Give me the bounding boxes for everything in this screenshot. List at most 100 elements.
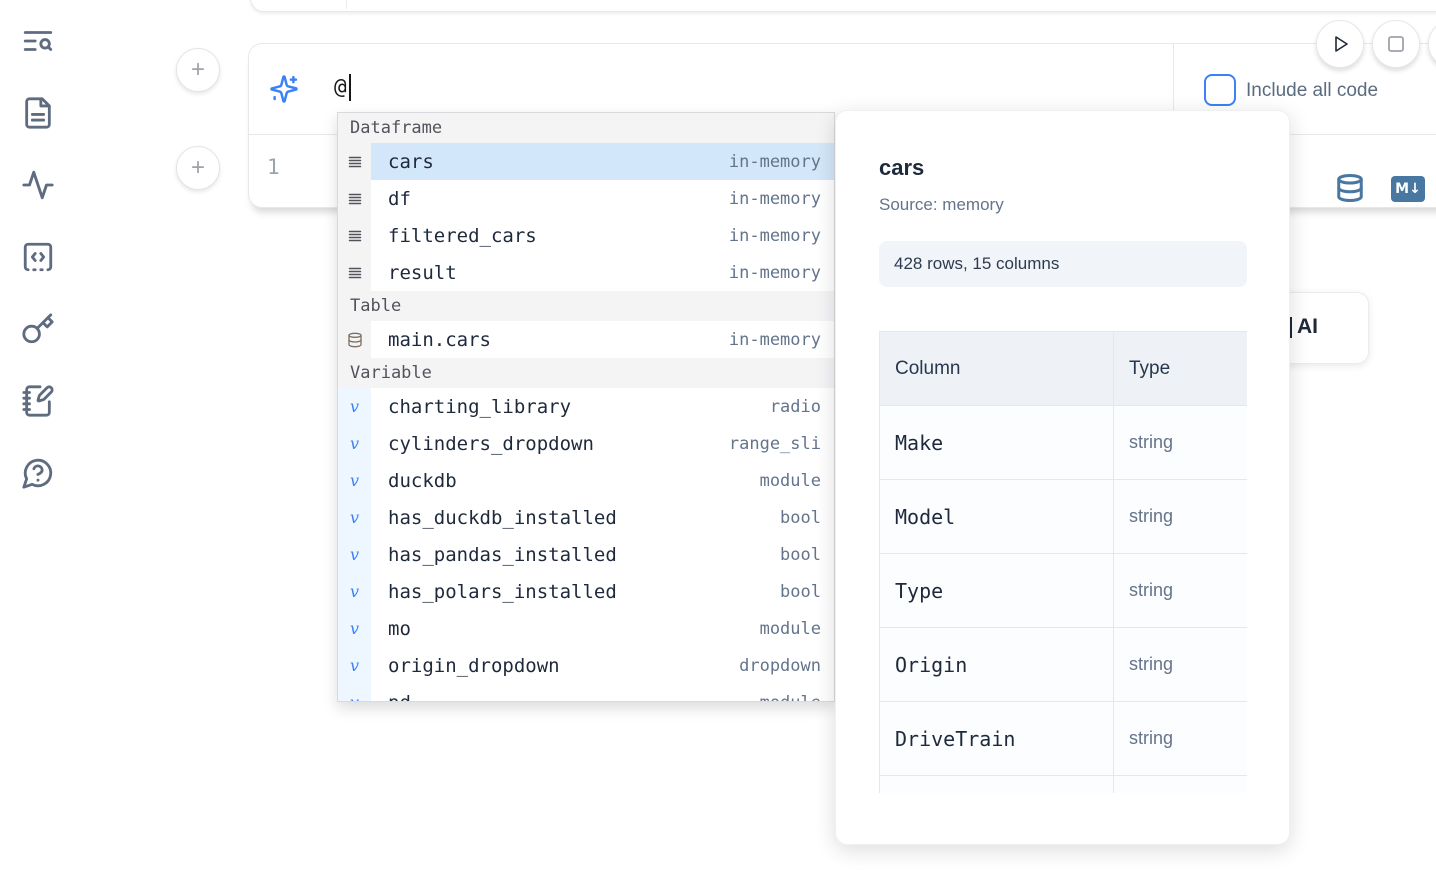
- dataframe-rows-icon: [348, 267, 361, 278]
- prompt-divider: [1173, 44, 1174, 134]
- autocomplete-item-type: in-memory: [728, 151, 821, 172]
- autocomplete-item-label: has_pandas_installed: [388, 543, 617, 566]
- sidebar-help-chat-icon[interactable]: [20, 456, 56, 490]
- autocomplete-item[interactable]: main.cars in-memory: [338, 321, 834, 358]
- autocomplete-item-type: in-memory: [728, 188, 821, 209]
- preview-source: Source: memory: [879, 195, 1004, 214]
- include-all-code-checkbox[interactable]: [1204, 74, 1236, 106]
- autocomplete-item-type: module: [759, 470, 821, 491]
- sidebar-snippets-code-icon[interactable]: [20, 240, 56, 274]
- preview-title: cars: [879, 155, 925, 180]
- text-search-icon: [23, 31, 53, 51]
- autocomplete-item-label: df: [388, 187, 411, 210]
- dataframe-rows-icon: [338, 254, 371, 291]
- autocomplete-item-type: in-memory: [728, 262, 821, 283]
- shape-badge: 428 rows, 15 columns: [879, 241, 1247, 287]
- schema-column-type: string: [1113, 405, 1247, 480]
- prompt-text: @: [334, 74, 347, 99]
- autocomplete-item-label: filtered_cars: [388, 224, 537, 247]
- sidebar-notebook-pen-icon[interactable]: [20, 384, 56, 418]
- autocomplete-item[interactable]: v has_duckdb_installed bool: [338, 499, 834, 536]
- variable-icon: v: [338, 647, 371, 684]
- autocomplete-item-type: module: [760, 693, 834, 702]
- dataframe-rows-icon: [338, 217, 371, 254]
- table-database-icon: [347, 332, 362, 347]
- schema-column-name: DriveTrain: [879, 701, 1114, 776]
- autocomplete-item-label: origin_dropdown: [388, 654, 560, 677]
- autocomplete-item-type: in-memory: [728, 329, 821, 350]
- markdown-export-icon[interactable]: M↓: [1391, 176, 1425, 202]
- database-icon[interactable]: [1335, 173, 1365, 206]
- sidebar-key-icon[interactable]: [20, 312, 56, 346]
- autocomplete-item-label: charting_library: [388, 395, 572, 418]
- autocomplete-dropdown: Dataframe cars in-memory df in-memory filtere…: [337, 112, 835, 702]
- ai-fragment-label: AI: [1297, 315, 1318, 338]
- autocomplete-item[interactable]: v origin_dropdown dropdown: [338, 647, 834, 684]
- autocomplete-item-label: main.cars: [388, 328, 491, 351]
- autocomplete-item[interactable]: v pd module: [338, 684, 834, 702]
- variable-icon: v: [338, 610, 371, 647]
- variable-icon: v: [338, 684, 371, 701]
- table-database-icon: [338, 321, 371, 358]
- autocomplete-item-label: has_polars_installed: [388, 580, 617, 603]
- stop-square-icon: [1388, 36, 1404, 52]
- add-cell-below-button[interactable]: +: [176, 146, 220, 190]
- autocomplete-item-label: cars: [388, 150, 434, 173]
- stop-cell-button[interactable]: [1372, 20, 1420, 68]
- sidebar-activity-icon[interactable]: [20, 168, 56, 202]
- autocomplete-item-type: range_sli: [728, 433, 821, 454]
- autocomplete-item-label: pd: [388, 692, 411, 702]
- variable-icon: v: [338, 499, 371, 536]
- autocomplete-item[interactable]: df in-memory: [338, 180, 834, 217]
- play-icon: [1335, 36, 1348, 52]
- schema-column-name: Model: [879, 479, 1114, 554]
- autocomplete-item-type: dropdown: [739, 655, 821, 676]
- activity-icon: [22, 170, 54, 200]
- sidebar-text-search-icon[interactable]: [20, 24, 56, 58]
- help-chat-icon: [22, 458, 53, 489]
- sidebar: [20, 24, 56, 490]
- autocomplete-item-label: has_duckdb_installed: [388, 506, 617, 529]
- previous-cell-bottom: [250, 0, 1436, 12]
- run-cell-button[interactable]: [1316, 20, 1364, 68]
- schema-column-name: Type: [879, 553, 1114, 628]
- dataframe-rows-icon: [338, 143, 371, 180]
- dataframe-preview-panel: cars Source: memory 428 rows, 15 columns…: [835, 110, 1290, 845]
- autocomplete-item-type: radio: [769, 396, 821, 417]
- dataframe-rows-icon: [348, 156, 361, 167]
- autocomplete-item-label: duckdb: [388, 469, 457, 492]
- text-caret: [348, 74, 351, 101]
- autocomplete-item[interactable]: cars in-memory: [338, 143, 834, 180]
- clipped-glyph: [1289, 316, 1292, 338]
- variable-icon: v: [338, 425, 371, 462]
- line-number: 1: [267, 155, 280, 179]
- sidebar-file-text-icon[interactable]: [20, 96, 56, 130]
- autocomplete-item-type: bool: [780, 507, 821, 528]
- autocomplete-section-header: Dataframe: [338, 113, 834, 143]
- add-cell-above-button[interactable]: +: [176, 48, 220, 92]
- schema-column-type: string: [1113, 479, 1247, 554]
- schema-column-type: string: [1113, 627, 1247, 702]
- autocomplete-item-type: module: [759, 618, 821, 639]
- dataframe-rows-icon: [348, 230, 361, 241]
- schema-column-type: string: [1113, 553, 1247, 628]
- schema-column-type: string: [1113, 701, 1247, 776]
- autocomplete-section-header: Table: [338, 291, 834, 321]
- autocomplete-item-type: bool: [780, 544, 821, 565]
- ai-prompt-row[interactable]: @ Include all code: [249, 44, 1436, 134]
- ai-prompt-input[interactable]: @: [334, 74, 351, 101]
- schema-header-cell: Type: [1113, 331, 1247, 406]
